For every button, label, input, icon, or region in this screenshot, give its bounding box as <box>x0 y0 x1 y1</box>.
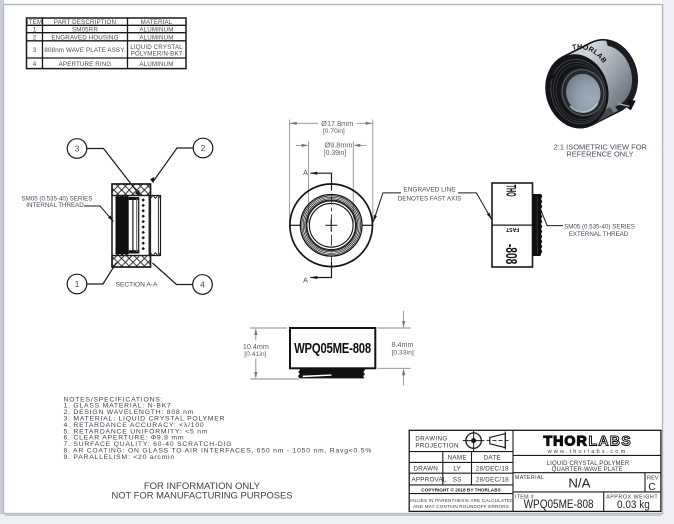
svg-text:APPROVAL: APPROVAL <box>412 477 447 484</box>
svg-text:3: 3 <box>75 144 80 154</box>
svg-text:LY: LY <box>453 465 461 472</box>
svg-text:WPQ05ME-808: WPQ05ME-808 <box>524 498 594 511</box>
svg-text:THO: THO <box>503 185 519 197</box>
svg-text:Ø17.8mm: Ø17.8mm <box>321 119 353 128</box>
svg-text:A: A <box>303 278 308 285</box>
svg-text:Ø9.8mm: Ø9.8mm <box>325 141 353 150</box>
svg-text:LIQUID CRYSTAL: LIQUID CRYSTAL <box>130 44 183 51</box>
svg-text:FAST: FAST <box>505 226 519 232</box>
svg-text:SM05 (0.535-40) SERIES: SM05 (0.535-40) SERIES <box>22 196 93 203</box>
svg-text:28/DEC/18: 28/DEC/18 <box>476 477 509 484</box>
svg-text:9. PARALLELISM: <20 arcmin: 9. PARALLELISM: <20 arcmin <box>64 454 175 461</box>
svg-text:28/DEC/18: 28/DEC/18 <box>476 465 509 472</box>
svg-text:QUARTER-WAVE PLATE: QUARTER-WAVE PLATE <box>552 467 623 473</box>
svg-text:4. RETARDANCE ACCURACY: <λ/100: 4. RETARDANCE ACCURACY: <λ/100 <box>64 422 205 429</box>
svg-text:ITEM: ITEM <box>27 19 42 26</box>
svg-text:VALUES IN PARENTHESIS ARE CALC: VALUES IN PARENTHESIS ARE CALCULATED <box>408 498 514 503</box>
svg-text:N/A: N/A <box>568 475 590 490</box>
svg-text:POLYMER/N-BK7: POLYMER/N-BK7 <box>131 51 183 58</box>
svg-text:1: 1 <box>75 279 80 289</box>
svg-text:DENOTES FAST AXIS: DENOTES FAST AXIS <box>398 196 462 203</box>
svg-text:808nm WAVE PLATE ASSY.: 808nm WAVE PLATE ASSY. <box>44 47 125 54</box>
svg-text:2:1 ISOMETRIC VIEW FOR: 2:1 ISOMETRIC VIEW FOR <box>554 143 648 152</box>
svg-text:4: 4 <box>33 61 37 68</box>
svg-text:ALUMINUM: ALUMINUM <box>139 26 173 33</box>
svg-text:FOR INFORMATION ONLY: FOR INFORMATION ONLY <box>144 481 261 492</box>
svg-text:NOTES/SPECIFICATIONS:: NOTES/SPECIFICATIONS: <box>64 396 164 403</box>
svg-text:8. AR COATING: ON GLASS TO AIR: 8. AR COATING: ON GLASS TO AIR INTERFACE… <box>64 448 373 455</box>
svg-text:1. GLASS MATERIAL: N-BK7: 1. GLASS MATERIAL: N-BK7 <box>64 403 172 410</box>
svg-text:DRAWN: DRAWN <box>414 465 439 472</box>
svg-text:REV: REV <box>647 475 659 481</box>
svg-text:ENGRAVED HOUSING: ENGRAVED HOUSING <box>51 34 118 41</box>
svg-text:SM05 (0.535-40) SERIES: SM05 (0.535-40) SERIES <box>564 223 635 230</box>
svg-text:DATE: DATE <box>484 455 501 462</box>
svg-text:INTERNAL THREAD: INTERNAL THREAD <box>26 202 84 209</box>
svg-text:A: A <box>303 170 308 177</box>
svg-text:APERTURE RING: APERTURE RING <box>59 61 112 68</box>
svg-text:6. CLEAR APERTURE: Φ9.8 mm: 6. CLEAR APERTURE: Φ9.8 mm <box>64 435 185 442</box>
svg-text:EXTERNAL THREAD: EXTERNAL THREAD <box>569 231 629 238</box>
svg-text:C: C <box>648 481 656 493</box>
svg-text:SM05RR: SM05RR <box>72 26 98 33</box>
svg-text:MATERIAL: MATERIAL <box>141 19 173 26</box>
svg-text:0.03 kg: 0.03 kg <box>617 499 650 512</box>
svg-text:www.thorlabs.com: www.thorlabs.com <box>547 449 628 455</box>
svg-text:ENGRAVED LINE: ENGRAVED LINE <box>403 186 456 193</box>
svg-text:PROJECTION: PROJECTION <box>415 442 458 449</box>
svg-text:3: 3 <box>33 47 37 54</box>
svg-text:APPROX WEIGHT: APPROX WEIGHT <box>606 495 658 501</box>
svg-text:COPYRIGHT © 2018 BY THORLABS: COPYRIGHT © 2018 BY THORLABS <box>421 487 500 493</box>
svg-text:2: 2 <box>33 34 37 41</box>
svg-text:AND MAY CONTAIN ROUNDOFF ERROR: AND MAY CONTAIN ROUNDOFF ERRORS <box>413 504 509 509</box>
svg-text:3. MATERIAL: LIQUID CRYSTAL PO: 3. MATERIAL: LIQUID CRYSTAL POLYMER <box>64 416 226 423</box>
svg-text:10.4mm: 10.4mm <box>243 342 269 351</box>
svg-text:MATERIAL: MATERIAL <box>515 475 544 481</box>
svg-text:SS: SS <box>453 477 462 484</box>
svg-text:[0.41in]: [0.41in] <box>244 351 266 358</box>
svg-text:DRAWING: DRAWING <box>415 435 447 442</box>
svg-text:1: 1 <box>33 26 37 33</box>
svg-text:ALUMINUM: ALUMINUM <box>139 61 173 68</box>
svg-text:THOR: THOR <box>544 434 588 450</box>
svg-text:REFERENCE ONLY: REFERENCE ONLY <box>566 150 633 159</box>
svg-text:ALUMINUM: ALUMINUM <box>139 34 173 41</box>
svg-text:PART DESCRIPTION: PART DESCRIPTION <box>54 19 116 26</box>
svg-text:5. RETARDANCE UNIFORMITY: <5 n: 5. RETARDANCE UNIFORMITY: <5 nm <box>64 428 209 435</box>
svg-text:WPQ05ME-808: WPQ05ME-808 <box>294 339 371 356</box>
svg-text:[0.39in]: [0.39in] <box>324 150 347 157</box>
svg-text:[0.70in]: [0.70in] <box>323 128 345 135</box>
svg-text:-808: -808 <box>502 244 520 264</box>
svg-text:[0.33in]: [0.33in] <box>391 350 413 357</box>
svg-text:NAME: NAME <box>448 455 467 462</box>
svg-text:2. DESIGN WAVELENGTH: 808 nm: 2. DESIGN WAVELENGTH: 808 nm <box>64 409 195 416</box>
svg-text:LIQUID CRYSTAL POLYMER: LIQUID CRYSTAL POLYMER <box>547 461 630 467</box>
svg-text:NOT FOR MANUFACTURING PURPOSES: NOT FOR MANUFACTURING PURPOSES <box>111 490 292 501</box>
svg-text:7. SURFACE QUALITY: 60-40 SCRA: 7. SURFACE QUALITY: 60-40 SCRATCH-DIG <box>64 441 233 448</box>
svg-text:8.4mm: 8.4mm <box>392 340 414 349</box>
svg-text:4: 4 <box>200 280 205 290</box>
svg-text:ITEM #: ITEM # <box>515 495 534 501</box>
svg-text:2: 2 <box>201 143 206 153</box>
svg-text:LABS: LABS <box>589 434 632 450</box>
svg-text:SECTION A-A: SECTION A-A <box>116 282 158 289</box>
